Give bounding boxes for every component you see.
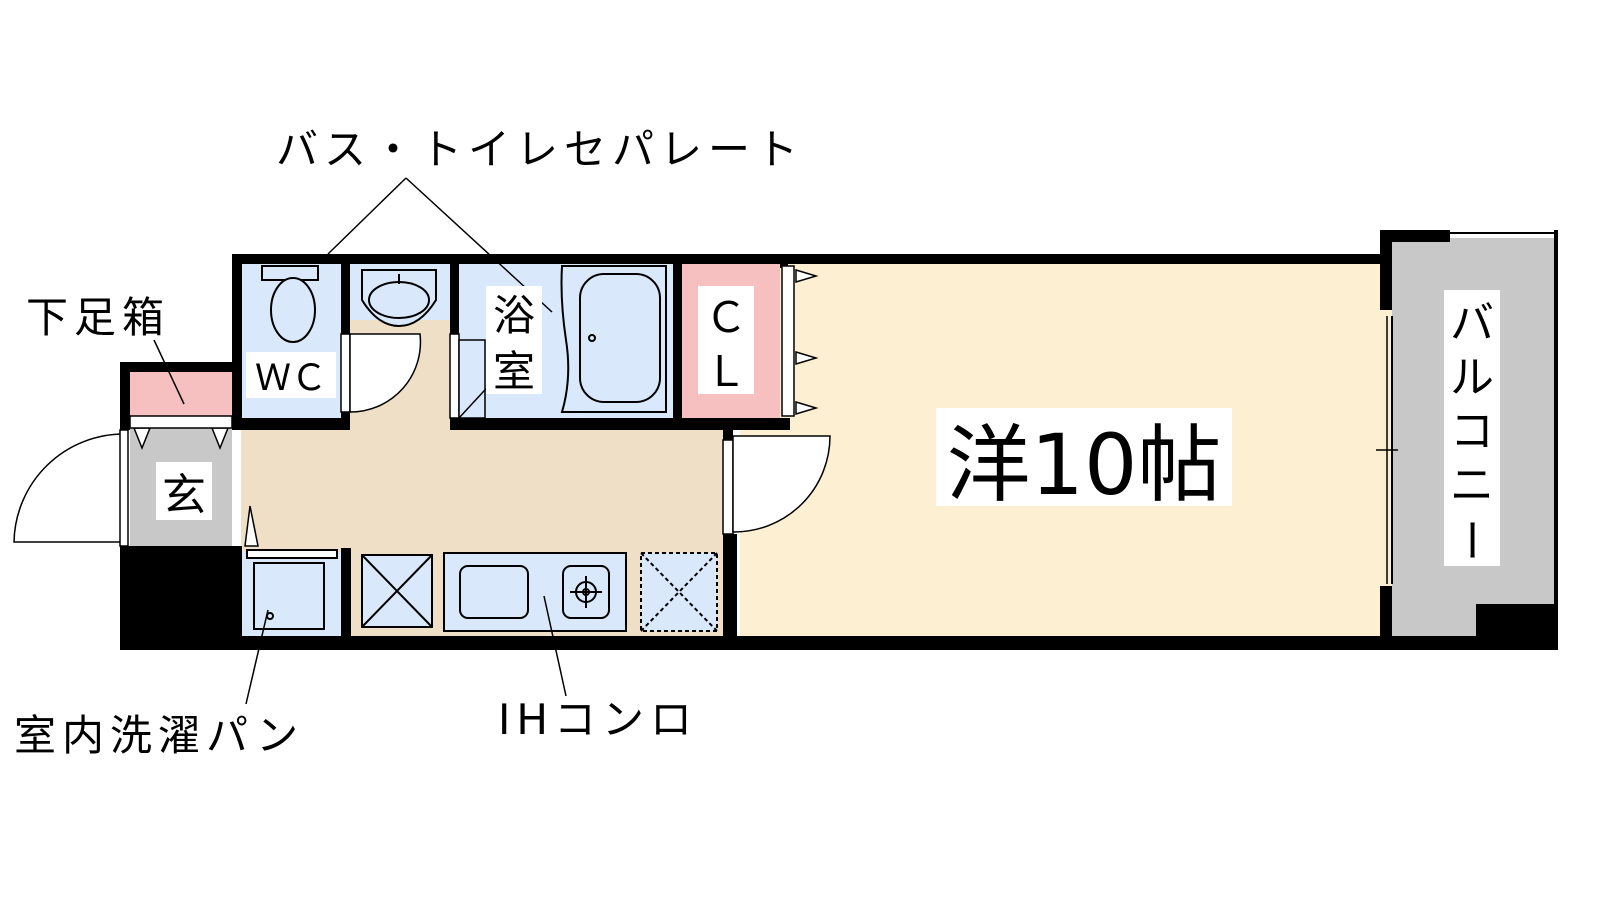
balcony-label-2: ル [1450, 352, 1494, 403]
wall-wc-left [232, 254, 242, 428]
toilet-icon [261, 265, 319, 343]
wc-label: ＷＣ [255, 358, 327, 399]
balcony-label-4: ニ [1450, 460, 1494, 511]
walls [120, 230, 1558, 650]
ih-stove-icon [562, 565, 610, 619]
wall-kitchen-right-low [723, 534, 737, 646]
wall-balcony-top [1380, 230, 1450, 242]
wall-closet-right [780, 254, 788, 268]
shoe-box-floor [130, 372, 232, 416]
closet-label-2: Ｌ [705, 347, 747, 396]
wall-entrance-top [120, 362, 242, 372]
wall-entrance-block [120, 546, 242, 646]
leader-laundry-pan [245, 609, 269, 705]
wall-room-right-bottom [1380, 586, 1392, 646]
wall-wc-right [341, 254, 350, 334]
entrance-threshold [129, 415, 233, 429]
wall-entrance-left [120, 362, 130, 430]
wall-bath-bottom [450, 418, 790, 430]
leader-ih-stove [543, 595, 567, 697]
leader-bath-toilet-wc [327, 177, 407, 255]
ih-stove-label: IHコンロ [498, 695, 698, 744]
wall-wc-bottom [232, 418, 350, 430]
balcony-rail [1376, 232, 1556, 584]
wall-balcony-corner [1476, 604, 1558, 648]
room-door-icon [722, 435, 831, 535]
bathroom-door-icon [449, 333, 521, 419]
laundry-pan-label: 室内洗濯パン [14, 711, 304, 760]
wall-top [232, 254, 1392, 264]
wall-laundry-right [341, 548, 351, 640]
bathroom-label-1: 浴 [493, 291, 535, 340]
entrance-label: 玄 [162, 470, 206, 521]
entrance-door-icon [13, 429, 129, 547]
closet-label-1: Ｃ [705, 293, 747, 342]
western-room-label: 洋10帖 [947, 416, 1222, 514]
balcony-label-3: コ [1450, 406, 1494, 457]
wall-balcony-right [1554, 230, 1558, 610]
wall-kitchen-right [723, 418, 733, 442]
balcony-label-1: バ [1450, 298, 1494, 349]
closet-shelf-marks [781, 265, 819, 417]
bathtub-icon [560, 265, 667, 413]
wall-closet-left [673, 254, 682, 430]
doors [13, 333, 831, 547]
room-labels: ＷＣ 浴 室 Ｃ Ｌ 洋10帖 玄 バ ル コ ニ ー [156, 286, 1500, 566]
callout-labels: バス・トイレセパレート 下足箱 室内洗濯パン IHコンロ [14, 125, 804, 760]
washbasin-icon [361, 269, 437, 328]
wall-room-right-top [1380, 230, 1392, 310]
wc-door-icon [340, 333, 422, 413]
bathroom-label-2: 室 [493, 347, 535, 396]
wall-bottom [120, 636, 1558, 650]
laundry-door-mark [244, 505, 259, 547]
bath-toilet-separate-label: バス・トイレセパレート [276, 125, 804, 174]
leader-shoe-box [153, 339, 185, 405]
wall-bath-left [450, 254, 459, 334]
shoe-box-label: 下足箱 [26, 293, 170, 342]
appliance-space-icon [640, 552, 718, 632]
kitchen-counter [361, 552, 718, 632]
balcony-label-5: ー [1445, 518, 1496, 562]
